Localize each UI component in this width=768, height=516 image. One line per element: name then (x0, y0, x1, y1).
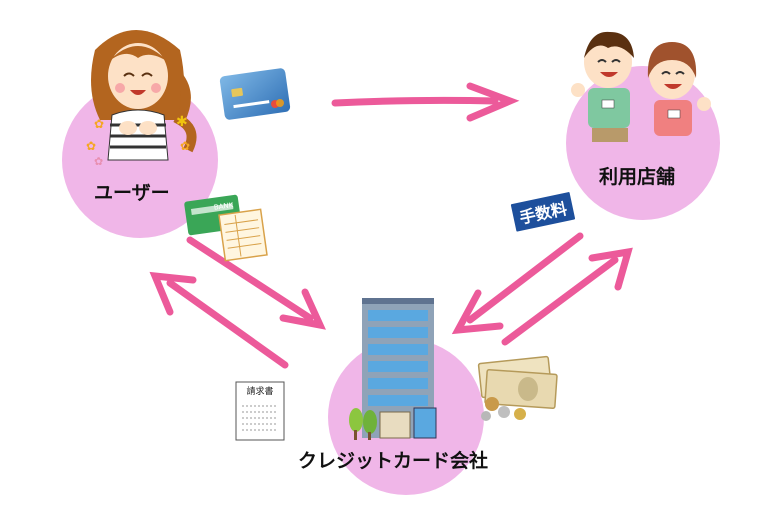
arrow-store-to-card-company (451, 232, 584, 335)
fee-sign: 手数料 (508, 190, 578, 234)
credit-card-icon (219, 68, 291, 120)
svg-text:✱: ✱ (176, 114, 188, 130)
user-illustration: ✿ ✿ ✱ ✿ ✿ (86, 30, 197, 168)
svg-text:✿: ✿ (180, 139, 190, 153)
store-node-circle (566, 66, 720, 220)
cash-icon (477, 355, 558, 421)
card-company-node-label: クレジットカード会社 (298, 450, 489, 472)
svg-text:✿: ✿ (86, 139, 96, 153)
svg-text:✿: ✿ (94, 155, 103, 168)
invoice-icon: 請求書 (235, 381, 285, 441)
arrow-card-company-to-user (149, 271, 289, 369)
office-building-icon (349, 298, 437, 440)
arrow-card-company-to-store (501, 247, 633, 346)
arrow-user-to-card-company (186, 236, 326, 330)
arrow-user-to-store (331, 82, 520, 122)
svg-text:✿: ✿ (94, 117, 104, 131)
store-staff-illustration (571, 31, 711, 142)
bankbook-icon: BANK (184, 194, 268, 262)
store-node-label: 利用店舗 (599, 166, 676, 188)
bankbook-text: BANK (213, 201, 234, 212)
invoice-title: 請求書 (246, 385, 273, 397)
user-node-label: ユーザー (94, 182, 170, 204)
